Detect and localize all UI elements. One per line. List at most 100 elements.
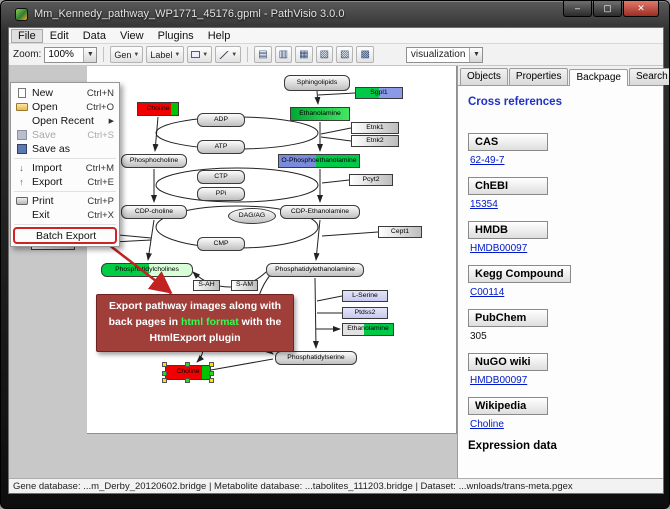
export-arrow-icon: ↑ <box>19 176 24 187</box>
selection-handle[interactable] <box>162 378 167 383</box>
visualization-combobox[interactable]: visualization ▼ <box>405 46 484 63</box>
menu-item-batch-export[interactable]: Batch Export <box>13 227 117 244</box>
node-sphingolipids[interactable]: Sphingolipids <box>284 75 350 91</box>
chevron-down-icon: ▼ <box>231 51 238 58</box>
node-etnk2[interactable]: Etnk2 <box>351 135 399 147</box>
menu-item-save-as[interactable]: Save as <box>11 142 119 156</box>
node-phosphatidylethanolamine[interactable]: Phosphatidylethanolamine <box>266 263 364 277</box>
xref-link[interactable]: 15354 <box>470 199 498 210</box>
align-center-x-button[interactable]: ▤ <box>254 46 272 63</box>
xref-link[interactable]: C00114 <box>470 287 505 298</box>
main-area: Sphingolipids Sgpl1 Choline Ethanolamine… <box>9 66 669 478</box>
xref-link[interactable]: 62-49-7 <box>470 155 505 166</box>
add-label-button[interactable]: Label ▼ <box>146 46 185 63</box>
node-cmp[interactable]: CMP <box>197 237 245 251</box>
node-l-serine[interactable]: L-Serine <box>342 290 388 302</box>
menu-plugins[interactable]: Plugins <box>157 29 194 42</box>
selection-handle[interactable] <box>209 362 214 367</box>
menu-data[interactable]: Data <box>82 29 106 42</box>
xref-link[interactable]: HMDB00097 <box>470 375 528 386</box>
pathway-canvas[interactable]: Sphingolipids Sgpl1 Choline Ethanolamine… <box>9 66 457 478</box>
align-left-icon: ▦ <box>299 48 309 60</box>
menu-file[interactable]: File <box>11 28 43 43</box>
menu-item-print[interactable]: Print Ctrl+P <box>11 194 119 208</box>
node-ethanolamine[interactable]: Ethanolamine <box>290 107 350 121</box>
stack-vertical-button[interactable]: ▩ <box>356 46 374 63</box>
chevron-down-icon[interactable]: ▼ <box>469 47 483 62</box>
node-ctp[interactable]: CTP <box>197 170 245 184</box>
node-cept1[interactable]: Cept1 <box>378 226 422 238</box>
node-s-ah[interactable]: S-AH <box>193 280 220 291</box>
selection-handle[interactable] <box>185 378 190 383</box>
chevron-down-icon[interactable]: ▼ <box>83 47 97 62</box>
stack-horizontal-button[interactable]: ▨ <box>336 46 354 63</box>
node-s-am[interactable]: S-AM <box>231 280 258 291</box>
tab-properties[interactable]: Properties <box>508 68 569 85</box>
close-button[interactable]: ✕ <box>623 1 659 17</box>
add-shape-button[interactable]: ▼ <box>187 46 213 63</box>
node-etnk1[interactable]: Etnk1 <box>351 122 399 134</box>
xref-link[interactable]: Choline <box>470 419 504 430</box>
cross-references-heading: Cross references <box>468 96 562 108</box>
menu-edit[interactable]: Edit <box>49 29 69 42</box>
node-phosphatidylcholines[interactable]: Phosphatidylcholines <box>101 263 193 277</box>
node-sgpl1[interactable]: Sgpl1 <box>355 87 403 99</box>
align-top-button[interactable]: ▧ <box>315 46 334 63</box>
node-choline-selected[interactable]: Choline <box>162 362 214 383</box>
xref-source-label: Kegg Compound <box>468 265 571 283</box>
menu-view[interactable]: View <box>119 29 144 42</box>
node-phosphocholine[interactable]: Phosphocholine <box>121 154 187 168</box>
minimize-button[interactable]: – <box>563 1 592 17</box>
node-dag[interactable]: DAG/AG <box>228 208 276 224</box>
add-line-button[interactable]: ▼ <box>215 46 242 63</box>
status-bar: Gene database: ...m_Derby_20120602.bridg… <box>9 478 663 493</box>
node-phosphatidylserine[interactable]: Phosphatidylserine <box>275 351 357 365</box>
node-pcyt2[interactable]: Pcyt2 <box>349 174 393 186</box>
file-menu: New Ctrl+N Open Ctrl+O Open Recent ▶ Sav… <box>10 82 120 247</box>
selection-handle[interactable] <box>185 362 190 367</box>
node-cdp-choline[interactable]: CDP-choline <box>121 205 187 219</box>
tab-backpage[interactable]: Backpage <box>569 69 628 86</box>
menu-item-save[interactable]: Save Ctrl+S <box>11 128 119 142</box>
visualization-value: visualization <box>410 49 466 60</box>
xref-section-cas: CAS 62-49-7 <box>468 132 653 166</box>
node-ethanolamine-small[interactable]: Ethanolamine <box>342 323 394 336</box>
tab-objects[interactable]: Objects <box>460 68 508 85</box>
menu-item-export[interactable]: ↑ Export Ctrl+E <box>11 175 119 189</box>
selection-handle[interactable] <box>162 362 167 367</box>
align-center-y-button[interactable]: ▥ <box>274 46 293 63</box>
maximize-button[interactable]: ▢ <box>593 1 622 17</box>
align-left-button[interactable]: ▦ <box>295 46 313 63</box>
title-bar[interactable]: Mm_Kennedy_pathway_WP1771_45176.gpml - P… <box>1 1 669 27</box>
app-icon <box>15 7 28 21</box>
zoom-input[interactable] <box>45 48 84 61</box>
menu-help[interactable]: Help <box>207 29 231 42</box>
expression-data-heading: Expression data <box>468 440 557 452</box>
menu-item-new[interactable]: New Ctrl+N <box>11 86 119 100</box>
node-choline-top[interactable]: Choline <box>137 102 179 116</box>
rectangle-shape-icon <box>191 51 201 58</box>
node-ppi[interactable]: PPi <box>197 187 245 201</box>
align-top-icon: ▧ <box>319 48 330 60</box>
node-o-phosphoethanolamine[interactable]: O-Phosphoethanolamine <box>278 154 360 168</box>
selection-handle[interactable] <box>209 378 214 383</box>
node-adp[interactable]: ADP <box>197 113 245 127</box>
save-floppy-icon <box>14 130 29 140</box>
node-ptdss2[interactable]: Ptdss2 <box>342 307 388 319</box>
menu-item-open[interactable]: Open Ctrl+O <box>11 100 119 114</box>
node-atp[interactable]: ATP <box>197 140 245 154</box>
menu-item-exit[interactable]: Exit Ctrl+X <box>32 209 114 221</box>
selection-handle[interactable] <box>209 371 214 376</box>
node-cdp-ethanolamine[interactable]: CDP-Ethanolamine <box>280 205 360 219</box>
side-panel-tabs: Objects Properties Backpage Search Legen… <box>458 66 669 86</box>
import-arrow-icon: ↓ <box>19 162 24 173</box>
menu-item-open-recent[interactable]: Open Recent ▶ <box>32 115 114 127</box>
zoom-combobox[interactable]: ▼ <box>44 46 98 63</box>
add-datanode-button[interactable]: Gen ▼ <box>110 46 144 63</box>
tab-search[interactable]: Search <box>628 68 669 85</box>
selection-handle[interactable] <box>162 371 167 376</box>
menu-item-import[interactable]: ↓ Import Ctrl+M <box>11 161 119 175</box>
xref-link[interactable]: HMDB00097 <box>470 243 528 254</box>
menu-bar: File Edit Data View Plugins Help <box>9 28 663 44</box>
stack-horizontal-icon: ▨ <box>340 48 350 60</box>
